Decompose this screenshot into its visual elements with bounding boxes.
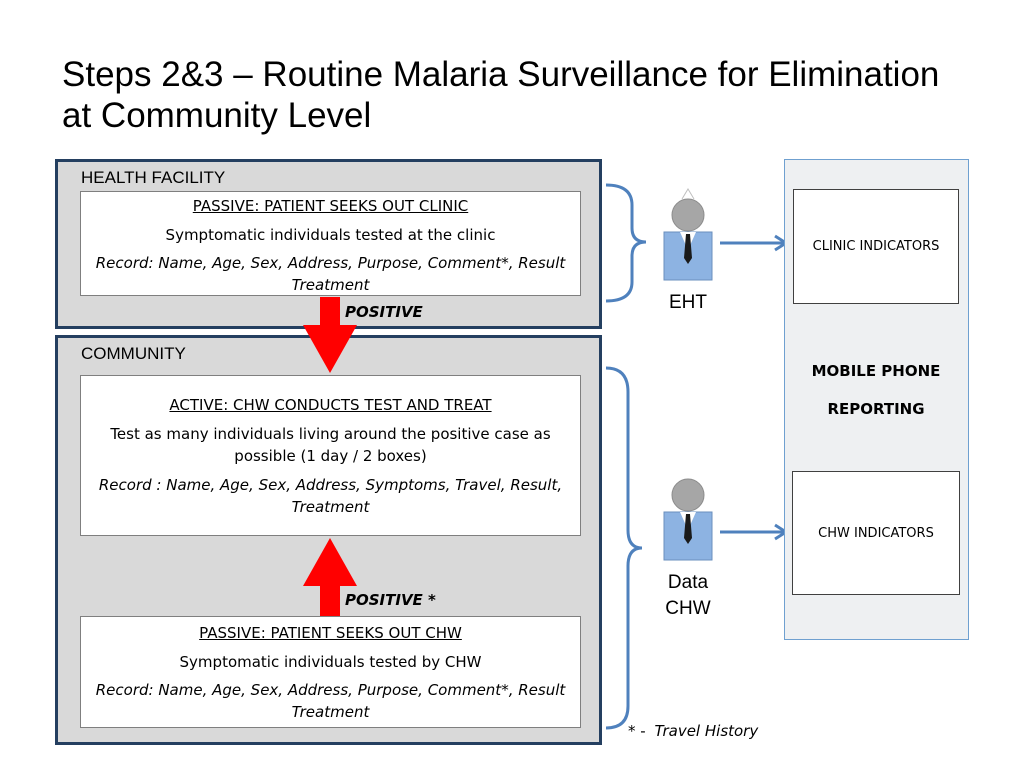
eht-label: EHT <box>669 292 707 313</box>
positive-label: POSITIVE <box>345 303 423 321</box>
chw-active-description: Test as many individuals living around t… <box>110 425 551 465</box>
mobile-phone-label-line2: REPORTING <box>827 400 925 418</box>
chw-active-card: ACTIVE: CHW CONDUCTS TEST AND TREAT Test… <box>80 375 581 536</box>
chw-indicators-box: CHW INDICATORS <box>792 471 960 595</box>
chw-passive-card: PASSIVE: PATIENT SEEKS OUT CHW Symptomat… <box>80 616 581 728</box>
clinic-passive-card: PASSIVE: PATIENT SEEKS OUT CLINIC Sympto… <box>80 191 581 296</box>
footnote-text: Travel History <box>654 722 759 740</box>
data-chw-label-line1: Data <box>667 572 709 593</box>
community-label: COMMUNITY <box>81 344 186 363</box>
mobile-phone-label-line1: MOBILE PHONE <box>811 362 941 380</box>
community-brace-icon <box>605 366 643 730</box>
mobile-phone-reporting-label: MOBILE PHONE REPORTING <box>790 352 962 428</box>
data-chw-label: Data CHW <box>648 570 728 622</box>
chw-passive-record: Record: Name, Age, Sex, Address, Purpose… <box>95 681 566 721</box>
positive-down-arrow <box>303 297 357 373</box>
chw-active-heading: ACTIVE: CHW CONDUCTS TEST AND TREAT <box>169 396 492 414</box>
facility-brace-icon <box>605 183 647 303</box>
data-chw-label-line2: CHW <box>665 598 711 619</box>
chw-passive-heading: PASSIVE: PATIENT SEEKS OUT CHW <box>199 624 462 642</box>
data-chw-person-icon <box>663 478 713 561</box>
eht-person-icon <box>663 188 713 281</box>
positive-up-arrow <box>303 538 357 616</box>
health-facility-label: HEALTH FACILITY <box>81 168 226 187</box>
chw-active-record: Record : Name, Age, Sex, Address, Sympto… <box>98 476 563 516</box>
positive-star-label: POSITIVE * <box>345 591 436 609</box>
clinic-passive-description: Symptomatic individuals tested at the cl… <box>165 226 496 244</box>
chw-passive-description: Symptomatic individuals tested by CHW <box>179 653 482 671</box>
clinic-indicators-box: CLINIC INDICATORS <box>793 189 959 304</box>
page-title: Steps 2&3 – Routine Malaria Surveillance… <box>62 55 940 135</box>
clinic-passive-heading: PASSIVE: PATIENT SEEKS OUT CLINIC <box>192 197 469 215</box>
footnote-marker: * - <box>628 722 646 740</box>
footnote: * - Travel History <box>628 722 758 740</box>
clinic-passive-record: Record: Name, Age, Sex, Address, Purpose… <box>95 254 566 294</box>
